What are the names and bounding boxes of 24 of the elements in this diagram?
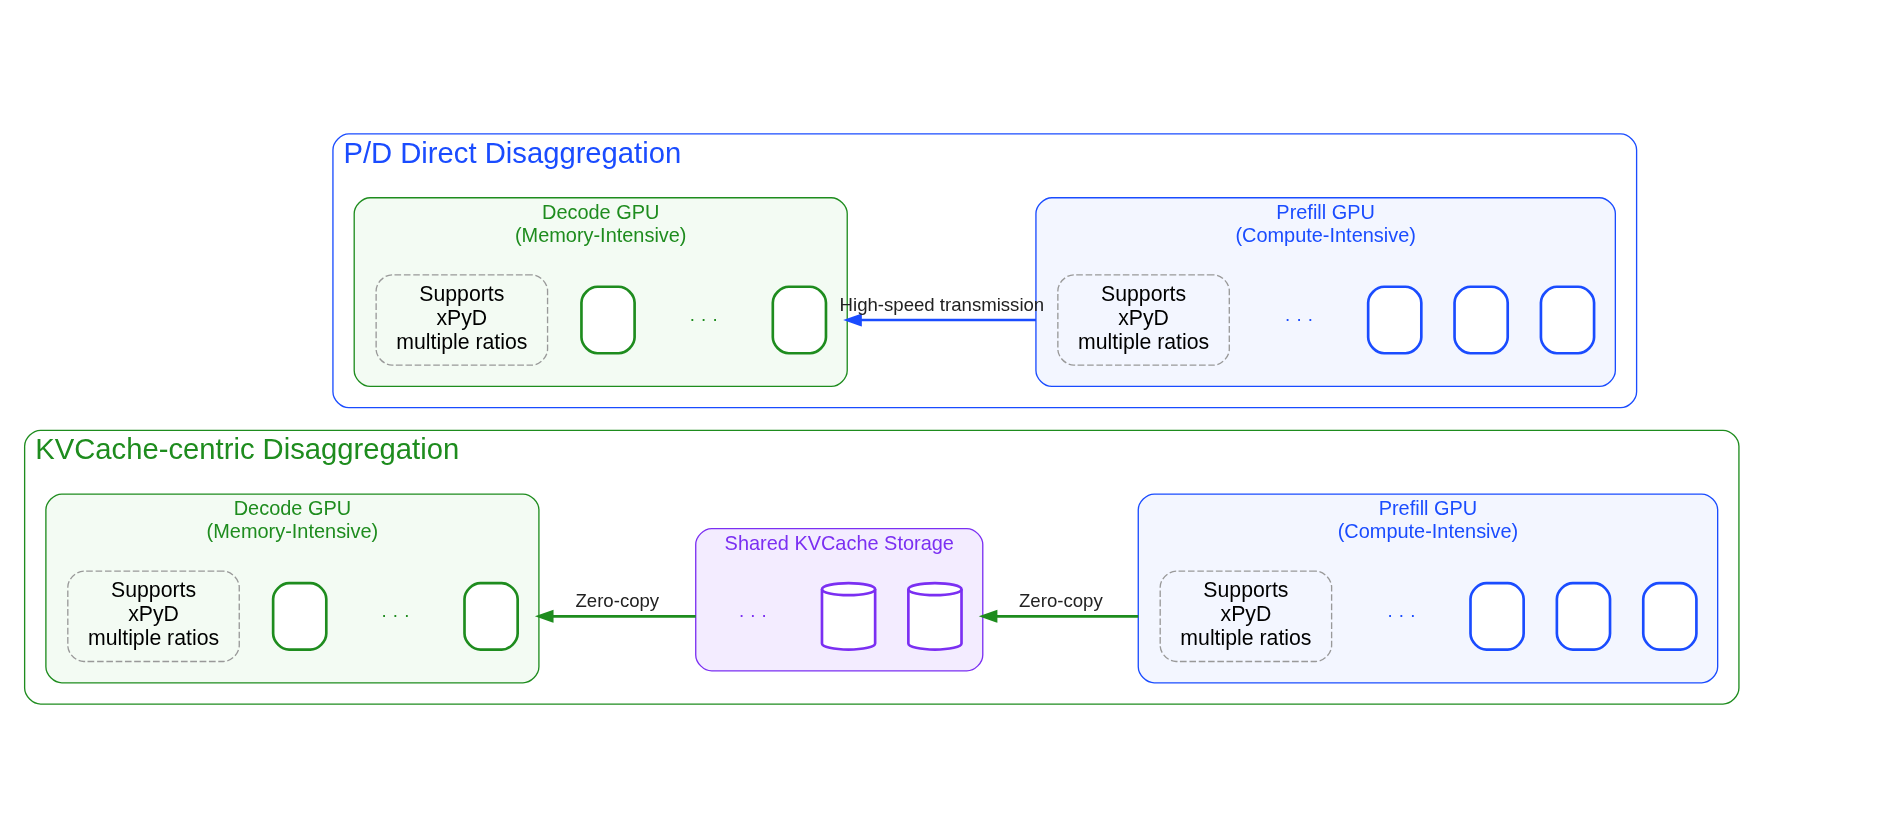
node-box: Supports xPyD multiple ratios	[375, 274, 549, 366]
arrow	[978, 609, 1139, 623]
node-box	[1366, 285, 1423, 355]
edge-label: Zero-copy	[1019, 590, 1103, 612]
node-box	[580, 285, 636, 355]
node-box	[1539, 285, 1596, 355]
node-box	[1641, 581, 1698, 651]
node-box: Supports xPyD multiple ratios	[1057, 274, 1230, 366]
node-box	[1453, 285, 1510, 355]
node-box: Supports xPyD multiple ratios	[1159, 570, 1333, 663]
node-text: · · ·	[1284, 307, 1314, 329]
node-box: Supports xPyD multiple ratios	[67, 570, 240, 663]
node-box	[1469, 581, 1525, 651]
node-text: · · ·	[1386, 604, 1416, 626]
arrow	[843, 313, 1036, 327]
arrow	[534, 609, 696, 623]
node-text: · · ·	[738, 604, 768, 626]
node-box	[271, 581, 328, 651]
edge-label: Zero-copy	[575, 590, 660, 612]
node-box	[771, 285, 828, 355]
node-text: · · ·	[689, 307, 719, 329]
node-box	[1555, 581, 1612, 651]
node-box	[463, 581, 519, 651]
node-text: · · ·	[380, 604, 410, 626]
